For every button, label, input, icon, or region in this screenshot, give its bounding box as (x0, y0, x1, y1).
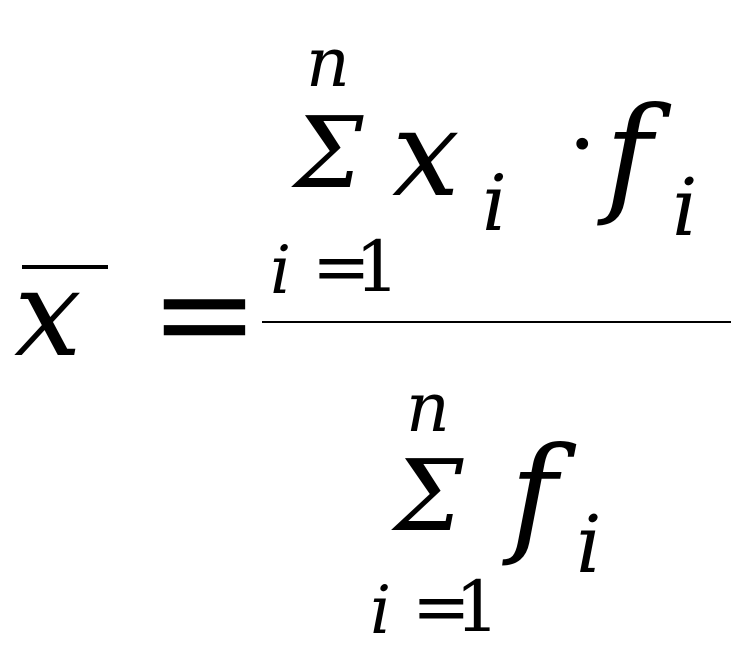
multiplication-dot: · (568, 92, 597, 197)
denominator-lower-equals: = (412, 566, 471, 648)
denominator-lower-value: 1 (455, 566, 500, 648)
equals-sign: = (150, 237, 259, 389)
denominator-upper-limit: n (406, 369, 450, 448)
denominator-lower-index: i (370, 572, 392, 649)
numerator-x-subscript: i (482, 159, 507, 249)
mean-variable: x (14, 245, 82, 384)
numerator-f-subscript: i (672, 161, 698, 254)
denominator-term-f: f (510, 421, 558, 570)
denominator-sum-symbol: Σ (394, 440, 464, 554)
numerator-upper-limit: n (306, 24, 350, 103)
denominator-f-subscript: i (576, 498, 602, 591)
numerator-sum-symbol: Σ (294, 97, 364, 211)
numerator-lower-equals: = (312, 226, 371, 308)
numerator-lower-index: i (270, 232, 292, 309)
overline-bar (22, 265, 108, 269)
fraction-bar (262, 321, 731, 323)
numerator-term-x: x (392, 85, 460, 224)
numerator-term-f: f (605, 81, 653, 230)
numerator-lower-value: 1 (355, 226, 400, 308)
